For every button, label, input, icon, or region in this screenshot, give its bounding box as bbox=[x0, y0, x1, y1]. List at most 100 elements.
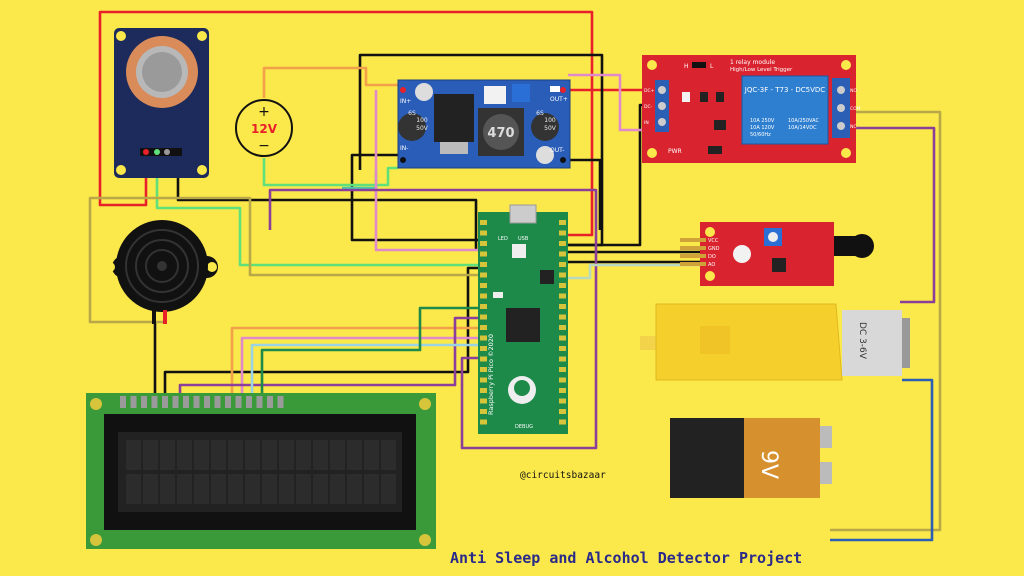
project-title: Anti Sleep and Alcohol Detector Project bbox=[450, 549, 802, 567]
raspberry-pi-pico: LED USB Raspberry Pi Pico ©2020 DEBUG bbox=[478, 204, 568, 434]
lcd-cell bbox=[228, 474, 243, 504]
wire-purple-loop bbox=[268, 188, 598, 450]
pico-pin-right bbox=[559, 346, 566, 351]
lcd-cell bbox=[279, 440, 294, 470]
lcd-cell bbox=[143, 440, 158, 470]
lcd-cell bbox=[177, 440, 192, 470]
pico-debug-label: DEBUG bbox=[515, 424, 533, 430]
lcd-pin bbox=[162, 396, 168, 408]
lcd-cell bbox=[364, 440, 379, 470]
relay-rating-right-1: 10A/250VAC bbox=[788, 118, 819, 124]
wire-black-out bbox=[568, 158, 602, 230]
wire-green-sensor bbox=[155, 152, 478, 267]
pico-pin-right bbox=[559, 293, 566, 299]
watermark: @circuitsbazaar bbox=[520, 470, 606, 481]
lcd-display bbox=[86, 393, 436, 549]
ir-pin-gnd: GND bbox=[708, 246, 720, 252]
wire-lightblue-lcd bbox=[250, 343, 478, 402]
ir-eye-blink-sensor: VCC GND DO AO bbox=[680, 222, 874, 286]
pico-pin-right bbox=[559, 272, 566, 278]
pico-pin-right bbox=[559, 325, 566, 330]
pico-pin-right bbox=[559, 230, 566, 236]
relay-rating-right-2: 10A/14VDC bbox=[788, 125, 817, 131]
wire-orange-supply bbox=[262, 66, 398, 98]
lcd-cell bbox=[228, 440, 243, 470]
ir-pin-vcc: VCC bbox=[708, 238, 719, 244]
power-source-12v: + 12V − bbox=[235, 99, 293, 157]
relay-module: H L 1 relay module High/Low Level Trigge… bbox=[642, 55, 861, 163]
ir-header bbox=[680, 238, 706, 266]
relay-rating-left-2: 10A 120V bbox=[750, 125, 775, 131]
jumper-h: H bbox=[684, 63, 689, 70]
wire-red-top-loop bbox=[98, 10, 594, 237]
pico-pin-left bbox=[480, 272, 487, 278]
wire-pink-lcd bbox=[240, 336, 478, 402]
pico-pin-right bbox=[559, 388, 566, 393]
lcd-cell bbox=[313, 440, 328, 470]
lcd-cell bbox=[347, 440, 362, 470]
out-plus-label: OUT+ bbox=[550, 96, 568, 103]
lcd-pin bbox=[225, 396, 231, 408]
relay-pin-no: NO bbox=[850, 88, 857, 94]
pico-pin-right bbox=[559, 409, 566, 414]
lcd-pin bbox=[172, 396, 179, 408]
relay-subtitle: High/Low Level Trigger bbox=[730, 67, 793, 73]
pico-pin-right bbox=[559, 356, 566, 362]
lcd-pin bbox=[130, 396, 137, 408]
lcd-pin bbox=[256, 396, 263, 408]
lcd-cell bbox=[330, 474, 345, 504]
pico-pin-left bbox=[480, 419, 487, 425]
cap-right-3: 50V bbox=[544, 125, 557, 132]
relay-pin-nc: NC bbox=[850, 124, 857, 130]
pico-pin-left bbox=[480, 304, 487, 309]
relay-title: 1 relay module bbox=[730, 59, 775, 66]
in-minus-label: IN- bbox=[400, 145, 408, 152]
relay-pin-com: COM bbox=[850, 106, 861, 112]
lcd-cell bbox=[126, 440, 141, 470]
lcd-cell bbox=[160, 474, 175, 504]
pico-usb-label: USB bbox=[518, 236, 529, 242]
dc-gear-motor: DC 3-6V bbox=[640, 303, 910, 381]
battery-label: 9V bbox=[756, 450, 781, 479]
relay-pwr-label: PWR bbox=[668, 148, 682, 155]
lcd-cell bbox=[245, 474, 260, 504]
pico-pin-right bbox=[559, 377, 566, 383]
lcd-pin bbox=[267, 396, 273, 408]
lcd-cell bbox=[381, 440, 396, 470]
pico-pin-right bbox=[559, 335, 566, 341]
lcd-pin bbox=[204, 396, 210, 408]
lcd-character-grid bbox=[126, 440, 396, 504]
lcd-cell bbox=[279, 474, 294, 504]
lcd-pin bbox=[183, 396, 189, 408]
pico-pin-left bbox=[480, 335, 487, 341]
pico-led-label: LED bbox=[498, 236, 508, 242]
pico-pin-left bbox=[480, 293, 487, 299]
cap-left-3: 50V bbox=[416, 125, 429, 132]
in-plus-label: IN+ bbox=[400, 98, 411, 105]
lcd-pin bbox=[214, 396, 221, 408]
lcd-cell bbox=[143, 474, 158, 504]
cap-right-1: 6S bbox=[536, 110, 544, 117]
pico-pin-right bbox=[559, 220, 566, 225]
pico-pin-right bbox=[559, 251, 566, 257]
pico-pin-left bbox=[480, 220, 487, 225]
lcd-cell bbox=[194, 474, 209, 504]
buck-converter: 470 6S 100 50V 6S 100 50V IN+ IN- OUT+ O… bbox=[397, 79, 571, 169]
lcd-pin bbox=[277, 396, 284, 408]
lcd-pin bbox=[235, 396, 242, 408]
pico-pin-left bbox=[480, 346, 487, 351]
pico-pins-left bbox=[480, 220, 487, 425]
lcd-cell bbox=[381, 474, 396, 504]
pico-pin-right bbox=[559, 241, 566, 246]
lcd-pin bbox=[141, 396, 147, 408]
lcd-pin bbox=[120, 396, 126, 408]
out-minus-label: OUT- bbox=[550, 147, 564, 154]
motor-label: DC 3-6V bbox=[857, 322, 867, 360]
lcd-cell bbox=[126, 474, 141, 504]
pico-pin-right bbox=[559, 367, 566, 372]
lcd-cell bbox=[245, 440, 260, 470]
pico-pin-left bbox=[480, 367, 487, 372]
pico-pin-left bbox=[480, 230, 487, 236]
lcd-cell bbox=[296, 474, 311, 504]
pico-pin-right bbox=[559, 304, 566, 309]
